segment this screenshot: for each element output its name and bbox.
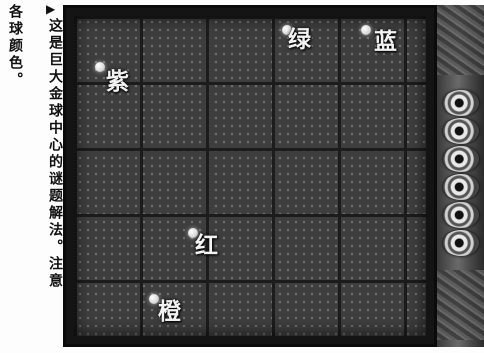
knob-icon [443,90,479,116]
knob-icon [443,146,479,172]
rock-texture-top [437,5,484,75]
knob-icon [443,230,479,256]
red-label: 红 [195,234,218,257]
rock-texture-bottom [437,270,484,340]
purple-ball-marker [95,62,105,72]
knob-icon [443,202,479,228]
knob-icon [443,118,479,144]
caption-left-column: 各球颜色。 [4,4,22,89]
blue-ball-marker [361,25,371,35]
blue-label: 蓝 [374,30,397,53]
side-mechanism [437,5,484,347]
caption-pointer-icon: ▶ [46,2,55,16]
purple-label: 紫 [106,70,129,93]
puzzle-board: 绿 蓝 紫 红 橙 [74,16,426,336]
knob-icon [443,174,479,200]
green-label: 绿 [288,28,311,51]
orange-label: 橙 [158,300,181,323]
puzzle-board-frame: 绿 蓝 紫 红 橙 [63,5,437,347]
caption-right-column: 这是巨大金球中心的谜题解法。注意 [44,18,62,290]
